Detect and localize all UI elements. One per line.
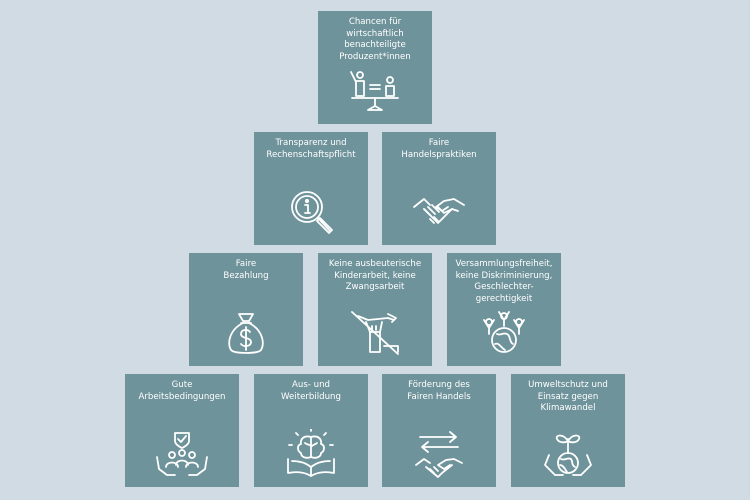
principle-box-transparency: Transparenz und Rechenschaftspflicht — [254, 132, 368, 245]
principle-box-no-child-labour: Keine ausbeuterische Kinderarbeit, keine… — [318, 253, 432, 366]
handshake-icon — [412, 187, 466, 237]
principle-label: Förderung des Fairen Handels — [407, 380, 471, 402]
principle-box-promotion: Förderung des Fairen Handels — [382, 374, 496, 487]
principle-box-opportunities: Chancen für wirtschaftlich benachteiligt… — [318, 11, 432, 124]
earth-sprout-icon — [541, 429, 595, 479]
principle-label: Gute Arbeitsbedingungen — [138, 380, 226, 402]
principle-label: Chancen für wirtschaftlich benachteiligt… — [339, 17, 411, 62]
principle-box-education: Aus- und Weiterbildung — [254, 374, 368, 487]
principle-box-fair-pay: Faire Bezahlung — [189, 253, 303, 366]
trade-handshake-icon — [412, 429, 466, 479]
crossed-tool-hand-icon — [348, 308, 402, 358]
protected-workers-icon — [155, 429, 209, 479]
principle-box-environment: Umweltschutz und Einsatz gegen Klimawand… — [511, 374, 625, 487]
equality-scale-icon — [348, 66, 402, 116]
money-bag-icon — [219, 308, 273, 358]
principle-label: Umweltschutz und Einsatz gegen Klimawand… — [528, 380, 608, 413]
principle-label: Versammlungsfreiheit, keine Diskriminier… — [455, 259, 553, 304]
principle-label: Faire Handelspraktiken — [401, 138, 477, 160]
brain-book-icon — [284, 429, 338, 479]
principle-label: Aus- und Weiterbildung — [281, 380, 341, 402]
principle-box-freedom-equality: Versammlungsfreiheit, keine Diskriminier… — [447, 253, 561, 366]
principle-label: Faire Bezahlung — [223, 259, 269, 281]
principle-label: Keine ausbeuterische Kinderarbeit, keine… — [328, 259, 422, 292]
principle-box-working-conditions: Gute Arbeitsbedingungen — [125, 374, 239, 487]
magnifier-info-icon — [284, 187, 338, 237]
principle-label: Transparenz und Rechenschaftspflicht — [266, 138, 356, 160]
principle-box-fair-practices: Faire Handelspraktiken — [382, 132, 496, 245]
people-globe-icon — [477, 308, 531, 358]
